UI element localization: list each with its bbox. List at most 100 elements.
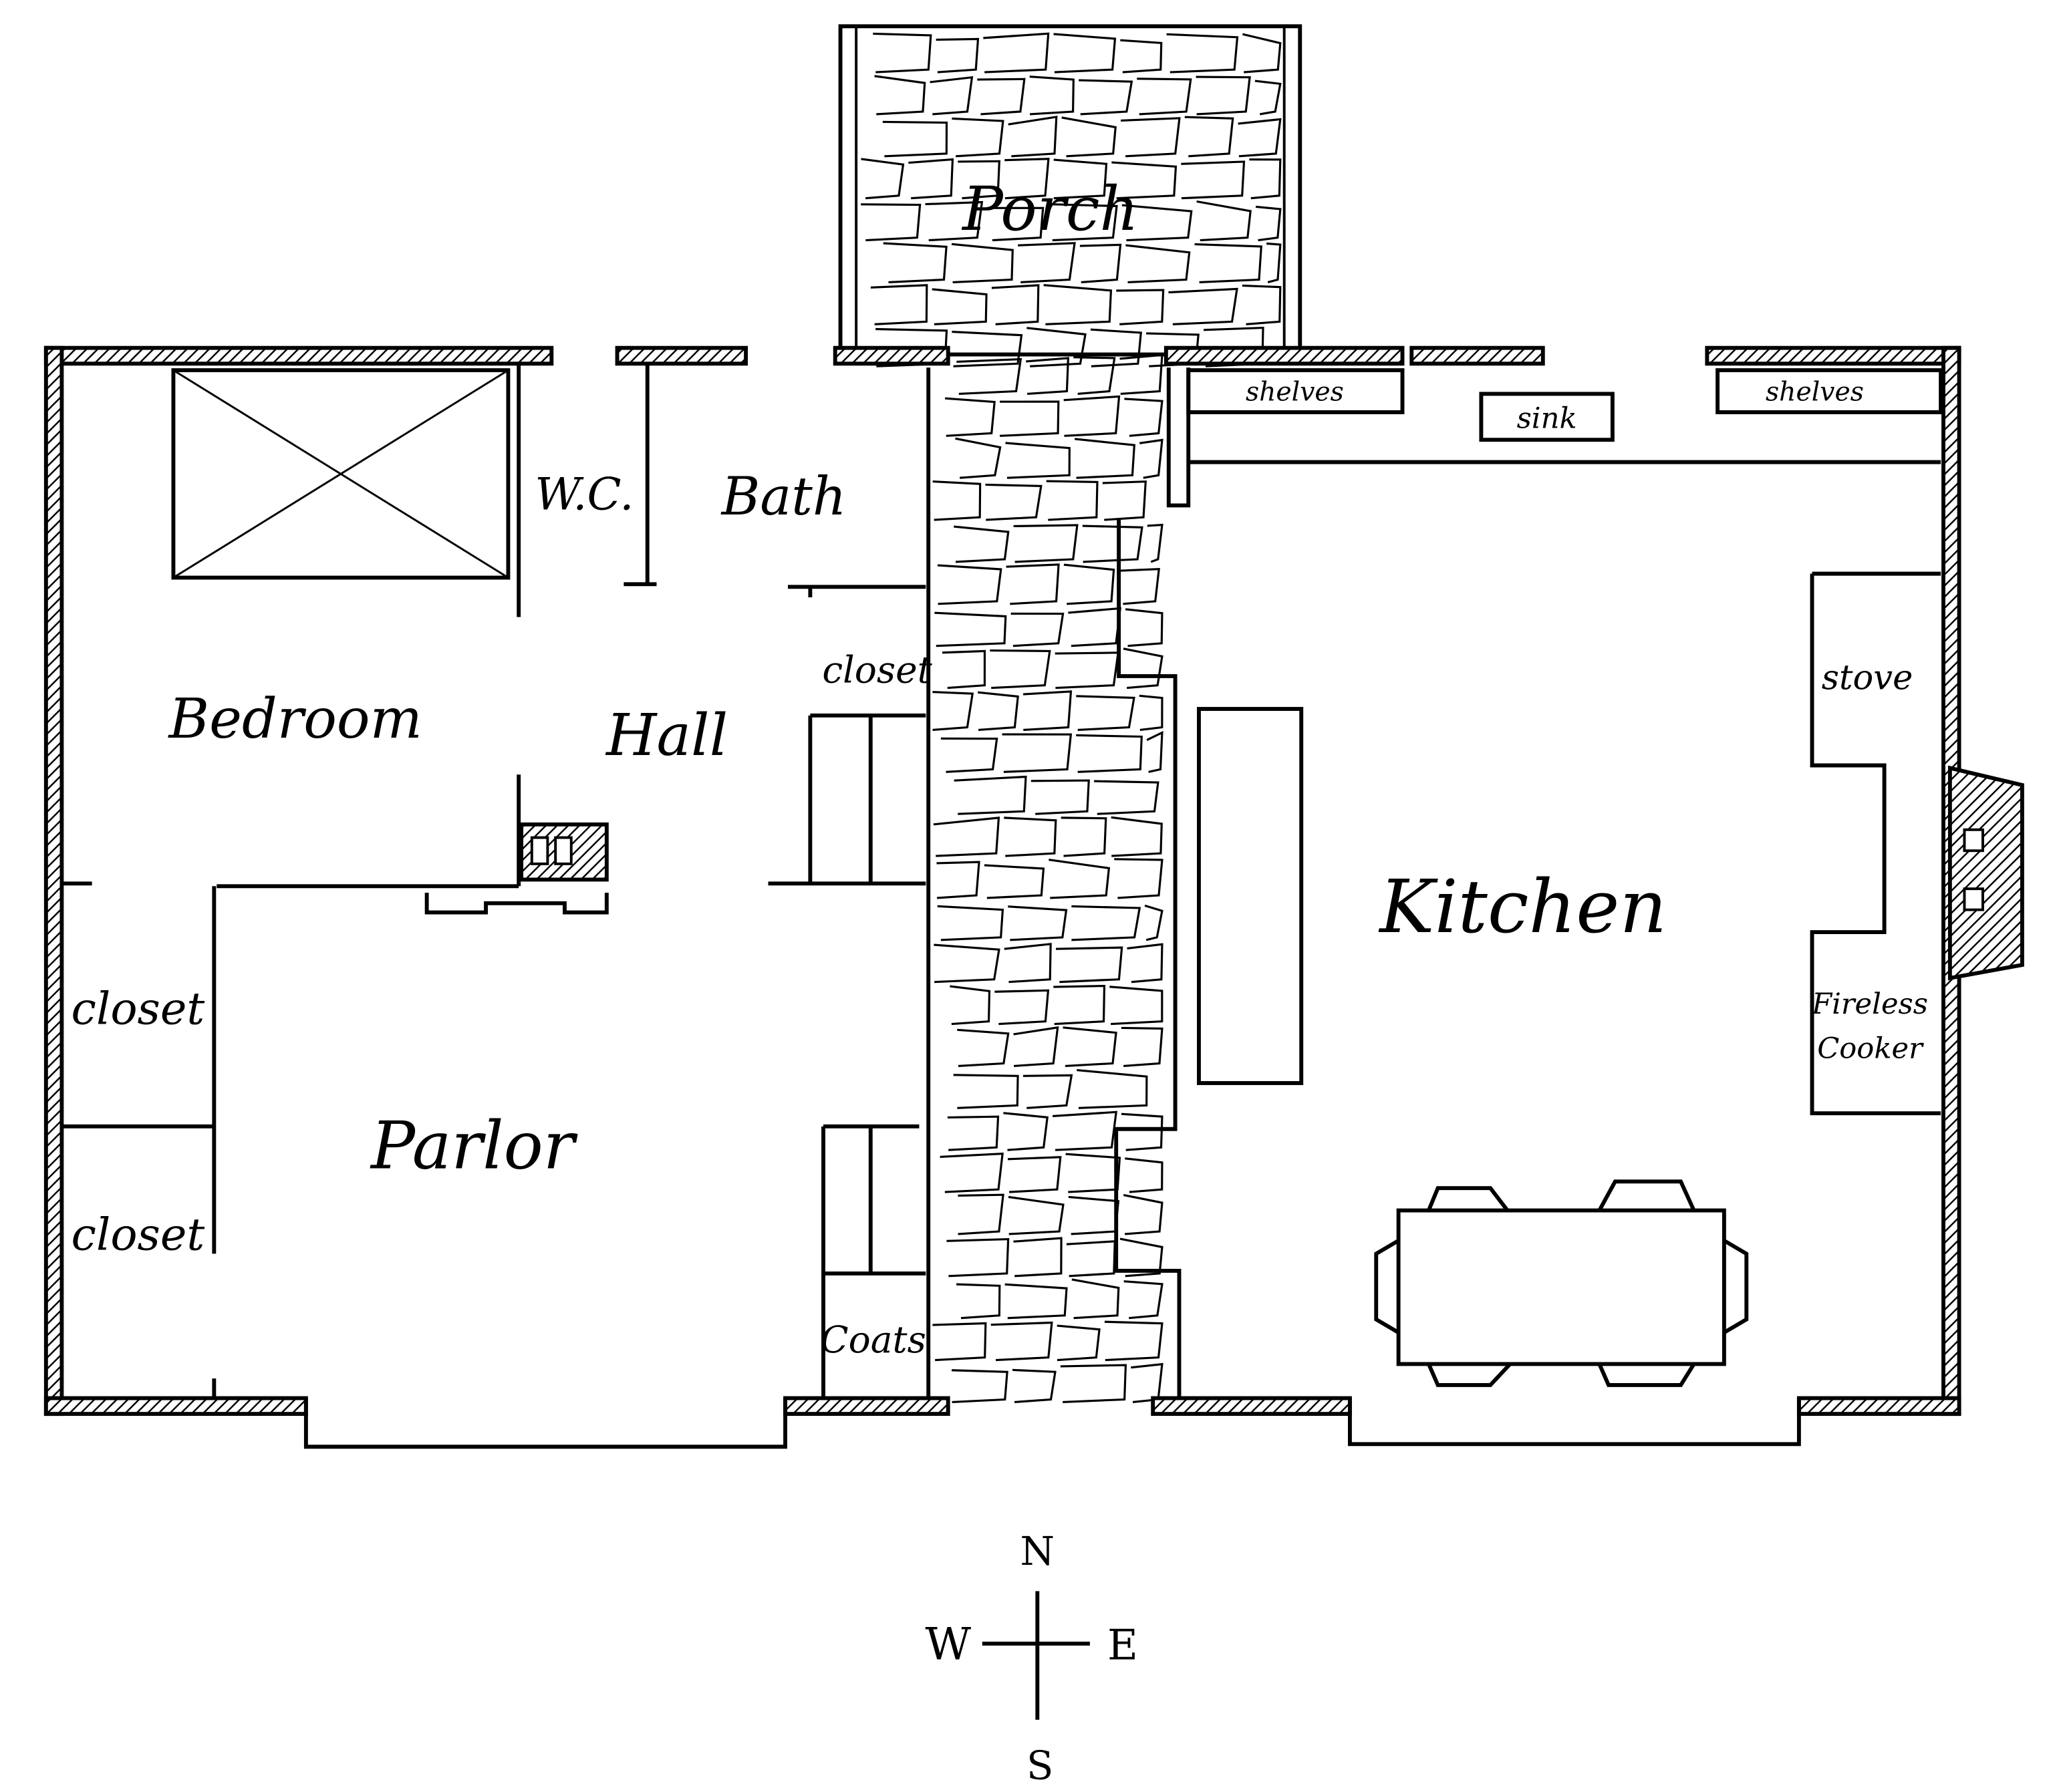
stone	[1114, 858, 1163, 899]
stone	[1249, 158, 1282, 200]
stone	[1109, 986, 1163, 1026]
stone	[1008, 1195, 1065, 1235]
stone	[942, 649, 986, 690]
stone	[1006, 563, 1060, 605]
stone	[1238, 118, 1282, 158]
stone	[1007, 1156, 1062, 1193]
stone	[1018, 242, 1076, 284]
stone	[1048, 202, 1118, 242]
stone	[977, 78, 1026, 116]
stone	[1111, 816, 1163, 857]
stone	[1111, 161, 1178, 200]
room-label-bath: Bath	[720, 466, 847, 527]
stone	[1139, 694, 1163, 732]
stone	[977, 691, 1019, 732]
stone	[951, 243, 1014, 284]
stone	[1121, 1026, 1163, 1068]
stone	[1181, 160, 1246, 200]
stone	[1125, 244, 1191, 284]
room-label-bedroom: Bedroom	[167, 687, 422, 751]
stone	[1102, 480, 1147, 521]
label-fireless-cooker-1: Fireless	[1811, 988, 1928, 1021]
stone	[1022, 690, 1073, 732]
room-label-wc: W.C.	[535, 468, 634, 520]
stone	[1010, 612, 1065, 647]
stone	[1060, 1364, 1127, 1404]
stone	[1123, 647, 1163, 690]
stone	[954, 775, 1027, 815]
sink	[1479, 392, 1615, 442]
stone	[1063, 1026, 1117, 1068]
bed	[171, 368, 511, 580]
stone	[1013, 1026, 1059, 1068]
stone	[1184, 116, 1234, 158]
stone	[933, 816, 1000, 857]
stone	[1008, 905, 1068, 941]
room-label-closet-upper: closet	[72, 983, 205, 1035]
stone	[925, 200, 984, 242]
compass-west: W	[925, 1618, 971, 1670]
stone	[1052, 1110, 1118, 1151]
stone	[1008, 116, 1058, 158]
stone	[861, 203, 922, 242]
stone	[1242, 33, 1282, 73]
stone	[1071, 1278, 1120, 1320]
stone	[1004, 1283, 1068, 1320]
stone	[956, 1283, 1001, 1320]
stone	[1005, 442, 1071, 479]
stone	[1146, 730, 1163, 773]
stone	[1003, 1112, 1049, 1151]
stone	[1061, 116, 1117, 158]
stone	[932, 691, 974, 732]
stone	[1049, 859, 1111, 899]
stone	[861, 158, 905, 200]
stone	[908, 158, 954, 200]
stone	[934, 611, 1007, 647]
stone	[958, 1193, 1004, 1235]
stone	[1057, 1324, 1101, 1362]
stone-walkway	[861, 32, 1282, 1404]
stone	[1029, 76, 1075, 116]
stone	[1121, 204, 1193, 242]
shelves-right	[1715, 368, 1943, 414]
stone	[1119, 353, 1163, 396]
stone	[1082, 525, 1143, 563]
stone	[1255, 205, 1282, 242]
stone	[1123, 1280, 1163, 1320]
stone	[1066, 1240, 1116, 1278]
kitchen-counter	[1197, 707, 1304, 1085]
stone	[1026, 357, 1070, 396]
compass-east: E	[1107, 1621, 1138, 1670]
chimney	[1947, 765, 2024, 981]
walkway-edge	[926, 367, 1191, 1398]
dining-table	[1374, 1179, 1749, 1387]
stone	[1075, 438, 1136, 479]
stone	[956, 357, 1022, 396]
stone	[1053, 33, 1117, 73]
stone	[1061, 816, 1107, 857]
stone	[1013, 1237, 1063, 1278]
stone	[930, 76, 974, 116]
compass-rose: N W E S	[925, 1528, 1138, 1788]
stone	[953, 1074, 1019, 1109]
stone	[1071, 905, 1141, 941]
stone	[1166, 33, 1239, 73]
stone	[1012, 1368, 1057, 1404]
stone	[1266, 242, 1282, 283]
stone	[1147, 523, 1163, 563]
stone	[1254, 80, 1282, 116]
stone	[990, 649, 1051, 690]
label-stove: stove	[1822, 659, 1913, 698]
outer-walls	[43, 345, 2024, 1449]
stone	[932, 288, 988, 325]
stone	[1046, 480, 1099, 521]
stone	[1063, 563, 1115, 605]
stone	[1026, 327, 1087, 367]
interior-walls	[61, 363, 1941, 1398]
stone	[1076, 734, 1143, 773]
stone	[1119, 1237, 1163, 1278]
stone	[1068, 607, 1121, 647]
stone	[1121, 1112, 1163, 1151]
stone	[950, 985, 991, 1026]
